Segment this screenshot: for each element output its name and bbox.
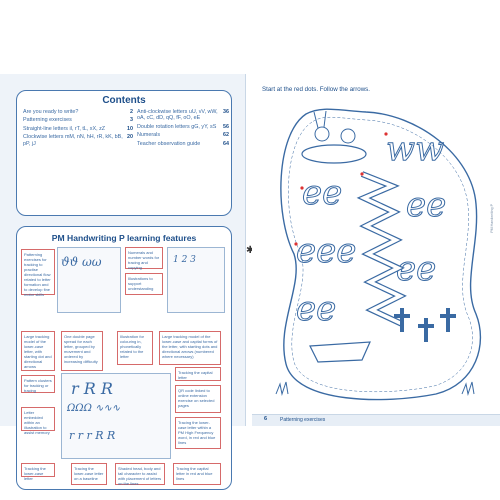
boat-top: [301, 144, 367, 164]
toc-label: Double rotation letters gG, yY, sS: [137, 123, 217, 130]
toc-page: 36: [223, 109, 229, 115]
blob-inner: [288, 117, 473, 392]
feature-callout: Tracing the lower-case letter within a P…: [175, 417, 221, 449]
toc-label: Clockwise letters mM, nN, hH, rR, kK, bB…: [23, 134, 123, 147]
rabbit-head: [314, 126, 330, 142]
toc-page: 2: [130, 109, 133, 115]
letter-illustration: r r r R R: [69, 429, 116, 442]
grass-tuft: [275, 381, 289, 396]
pattern-illustration: ΩΩΩ ∿∿∿: [67, 403, 121, 414]
right-page: Start at the red dots. Follow the arrows…: [252, 74, 500, 426]
page-number: 6: [264, 416, 268, 422]
start-dot: [300, 186, 304, 190]
feature-callout: Letter embedded within an illustration t…: [21, 407, 55, 435]
feature-callout: Tracking the capital letter: [175, 367, 221, 381]
loop-row: ee: [302, 173, 342, 213]
toc-label: Patterning exercises: [23, 117, 72, 124]
page-footer: 6 Patterning exercises: [252, 414, 500, 426]
toc-label: Numerals: [137, 132, 161, 139]
features-box: PM Handwriting P learning features ϑϑ ωω…: [16, 226, 232, 490]
grass-tuft: [461, 381, 475, 396]
toc-right-column: Anti-clockwise letters uU, vV, wW, oA, c…: [137, 109, 229, 149]
side-label: PM Handwriting P: [490, 204, 494, 233]
toc-label: Are you ready to write?: [23, 109, 79, 115]
features-title: PM Handwriting P learning features: [51, 233, 197, 243]
loop-row: eee: [296, 231, 356, 271]
binding-star-icon: ✱: [246, 245, 255, 256]
toc-left-column: Are you ready to write? 2 Patterning exer…: [23, 109, 133, 149]
feature-callout: Illustration for colouring in, phonetica…: [117, 331, 153, 365]
loop-row: ee: [406, 185, 446, 225]
toc-page: 3: [130, 117, 133, 124]
left-page: Contents Are you ready to write? 2 Patter…: [0, 74, 246, 490]
rabbit-ears: [313, 110, 327, 129]
toc-label: Straight-line letters il, rT, tL, xX, zZ: [23, 125, 106, 132]
pattern-illustration: ϑϑ ωω: [61, 255, 102, 269]
start-dot: [384, 132, 388, 136]
toc-entry[interactable]: Are you ready to write? 2: [23, 109, 133, 115]
workbook-thumbnail: [61, 373, 171, 459]
zigzag-inner: [359, 172, 405, 326]
bottom-boat: [309, 341, 371, 363]
workbook-thumbnail: [167, 247, 225, 313]
patterning-exercise-illustration: ww ee ee eee ee ee: [275, 108, 482, 401]
feature-callout: Numerals and number words for tracing an…: [125, 247, 163, 270]
feature-callout: Patterning exercises for tracking to pra…: [21, 249, 55, 297]
feature-callout: Illustrations to support understanding: [125, 273, 163, 295]
toc-label: Anti-clockwise letters uU, vV, wW, oA, c…: [137, 109, 218, 122]
cross-mark: [440, 308, 456, 332]
toc-page: 56: [223, 123, 229, 130]
contents-box: Contents Are you ready to write? 2 Patter…: [16, 90, 232, 216]
toc-page: 64: [223, 140, 229, 147]
feature-callout: Large tracking model of the lower-case l…: [21, 331, 55, 371]
toc-page: 20: [127, 134, 133, 141]
toc-entry[interactable]: Numerals 62: [137, 132, 229, 138]
toc-page: 62: [223, 132, 229, 139]
numeral-illustration: 1 2 3: [173, 255, 196, 265]
section-label: Patterning exercises: [280, 417, 326, 423]
toc-entry[interactable]: Straight-line letters il, rT, tL, xX, zZ…: [23, 126, 133, 132]
cross-mark: [394, 308, 410, 332]
workbook-thumbnail: [57, 247, 121, 313]
toc-entry[interactable]: Teacher observation guide 64: [137, 141, 229, 147]
toc-entry[interactable]: Double rotation letters gG, yY, sS 56: [137, 124, 229, 130]
feature-callout: QR code linked to online extension exerc…: [175, 385, 221, 413]
exercise-instruction: Start at the red dots. Follow the arrows…: [262, 86, 370, 93]
toc-label: Teacher observation guide: [137, 140, 201, 147]
feature-callout: One double page spread for each letter, …: [61, 331, 103, 371]
toc-entry[interactable]: Anti-clockwise letters uU, vV, wW, oA, c…: [137, 109, 229, 122]
start-dot: [294, 242, 298, 246]
feature-callout: Large tracking model of the lower-case a…: [159, 331, 221, 365]
toc-page: 10: [127, 125, 133, 132]
feature-callout: Shaded head, body and tail character to …: [115, 463, 165, 486]
cross-mark: [418, 318, 434, 342]
feature-callout: Tracing the capital letter in red and bl…: [173, 463, 221, 485]
toc-entry[interactable]: Patterning exercises 3: [23, 117, 133, 123]
blob-outline: [280, 108, 482, 401]
contents-title: Contents: [102, 95, 146, 106]
start-dot: [360, 172, 364, 176]
letter-illustration: 𝑟 𝑅 𝑅: [71, 379, 113, 398]
feature-callout: Tracing the lower-case letter on a basel…: [71, 463, 107, 485]
loop-row: ww: [386, 129, 444, 169]
feature-callout: Pattern clusters for tracking or tracing: [21, 375, 55, 393]
loop-row: ee: [296, 289, 336, 329]
toc-entry[interactable]: Clockwise letters mM, nN, hH, rR, kK, bB…: [23, 134, 133, 147]
feature-callout: Tracking the lower-case letter: [21, 463, 55, 481]
dog-head: [340, 128, 356, 144]
